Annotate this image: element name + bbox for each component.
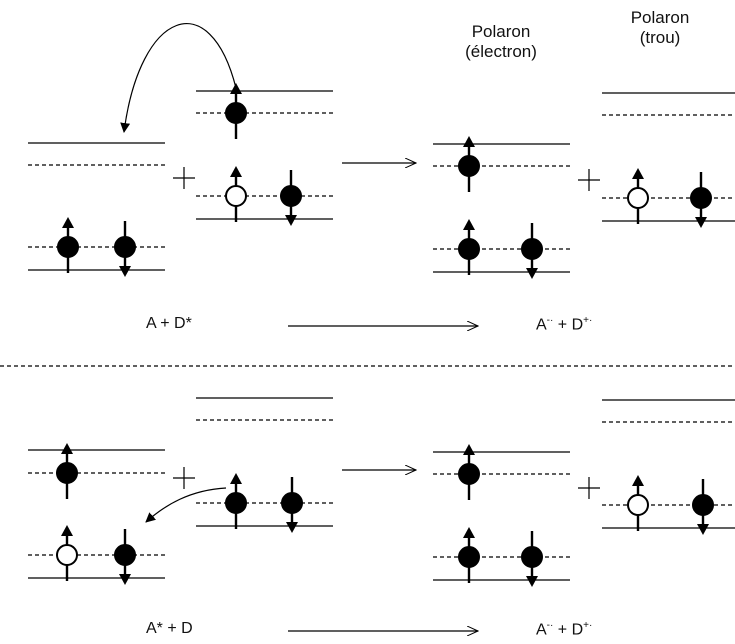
cation-text: + D <box>553 621 584 639</box>
acceptor-text: A <box>146 620 157 637</box>
products-label-bottom: A-· + D+· <box>536 620 592 639</box>
hole <box>627 475 649 531</box>
excited-star: * <box>156 620 163 637</box>
electron-spin-up <box>458 136 480 192</box>
excited-star: * <box>185 315 192 332</box>
electron-spin-up <box>458 219 480 275</box>
electron-spin-down <box>114 221 136 277</box>
hole-transfer-arrow <box>145 487 227 523</box>
cation-text: + D <box>553 316 584 334</box>
anion-charge: -· <box>546 315 554 326</box>
donor-text: + D <box>162 620 193 637</box>
electron-spin-down <box>690 172 712 228</box>
electron-spin-down <box>281 477 303 533</box>
electron-spin-down <box>280 170 302 226</box>
cation-charge: +· <box>583 620 593 631</box>
electron-spin-down <box>692 479 714 535</box>
polaron-hole-title-line1: Polaron <box>630 8 690 27</box>
electron-spin-down <box>521 531 543 587</box>
anion-text: A <box>536 316 547 334</box>
polaron-electron-title-line2: (électron) <box>465 42 537 61</box>
polaron-electron-title: Polaron (électron) <box>431 22 571 62</box>
electron-spin-down <box>114 529 136 585</box>
electron-spin-up <box>458 527 480 583</box>
polaron-hole-title: Polaron (trou) <box>590 8 730 48</box>
anion-charge: -· <box>546 620 554 631</box>
cation-charge: +· <box>583 315 593 326</box>
electron-spin-up <box>458 444 480 500</box>
reactants-label-bottom: A* + D <box>146 620 193 638</box>
electron-spin-up <box>225 473 247 529</box>
hole <box>225 166 247 222</box>
electron-transfer-arrow <box>120 23 237 133</box>
electron-spin-up <box>225 83 247 139</box>
reactants-text: A + D <box>146 315 186 332</box>
polaron-hole-title-line2: (trou) <box>639 28 681 47</box>
hole <box>56 525 78 581</box>
products-label-top: A-· + D+· <box>536 315 592 334</box>
polaron-electron-title-line1: Polaron <box>471 22 531 41</box>
hole <box>627 168 649 224</box>
anion-text: A <box>536 621 547 639</box>
reactants-label-top: A + D* <box>146 315 192 333</box>
electron-spin-up <box>56 443 78 499</box>
electron-spin-up <box>57 217 79 273</box>
electron-spin-down <box>521 223 543 279</box>
